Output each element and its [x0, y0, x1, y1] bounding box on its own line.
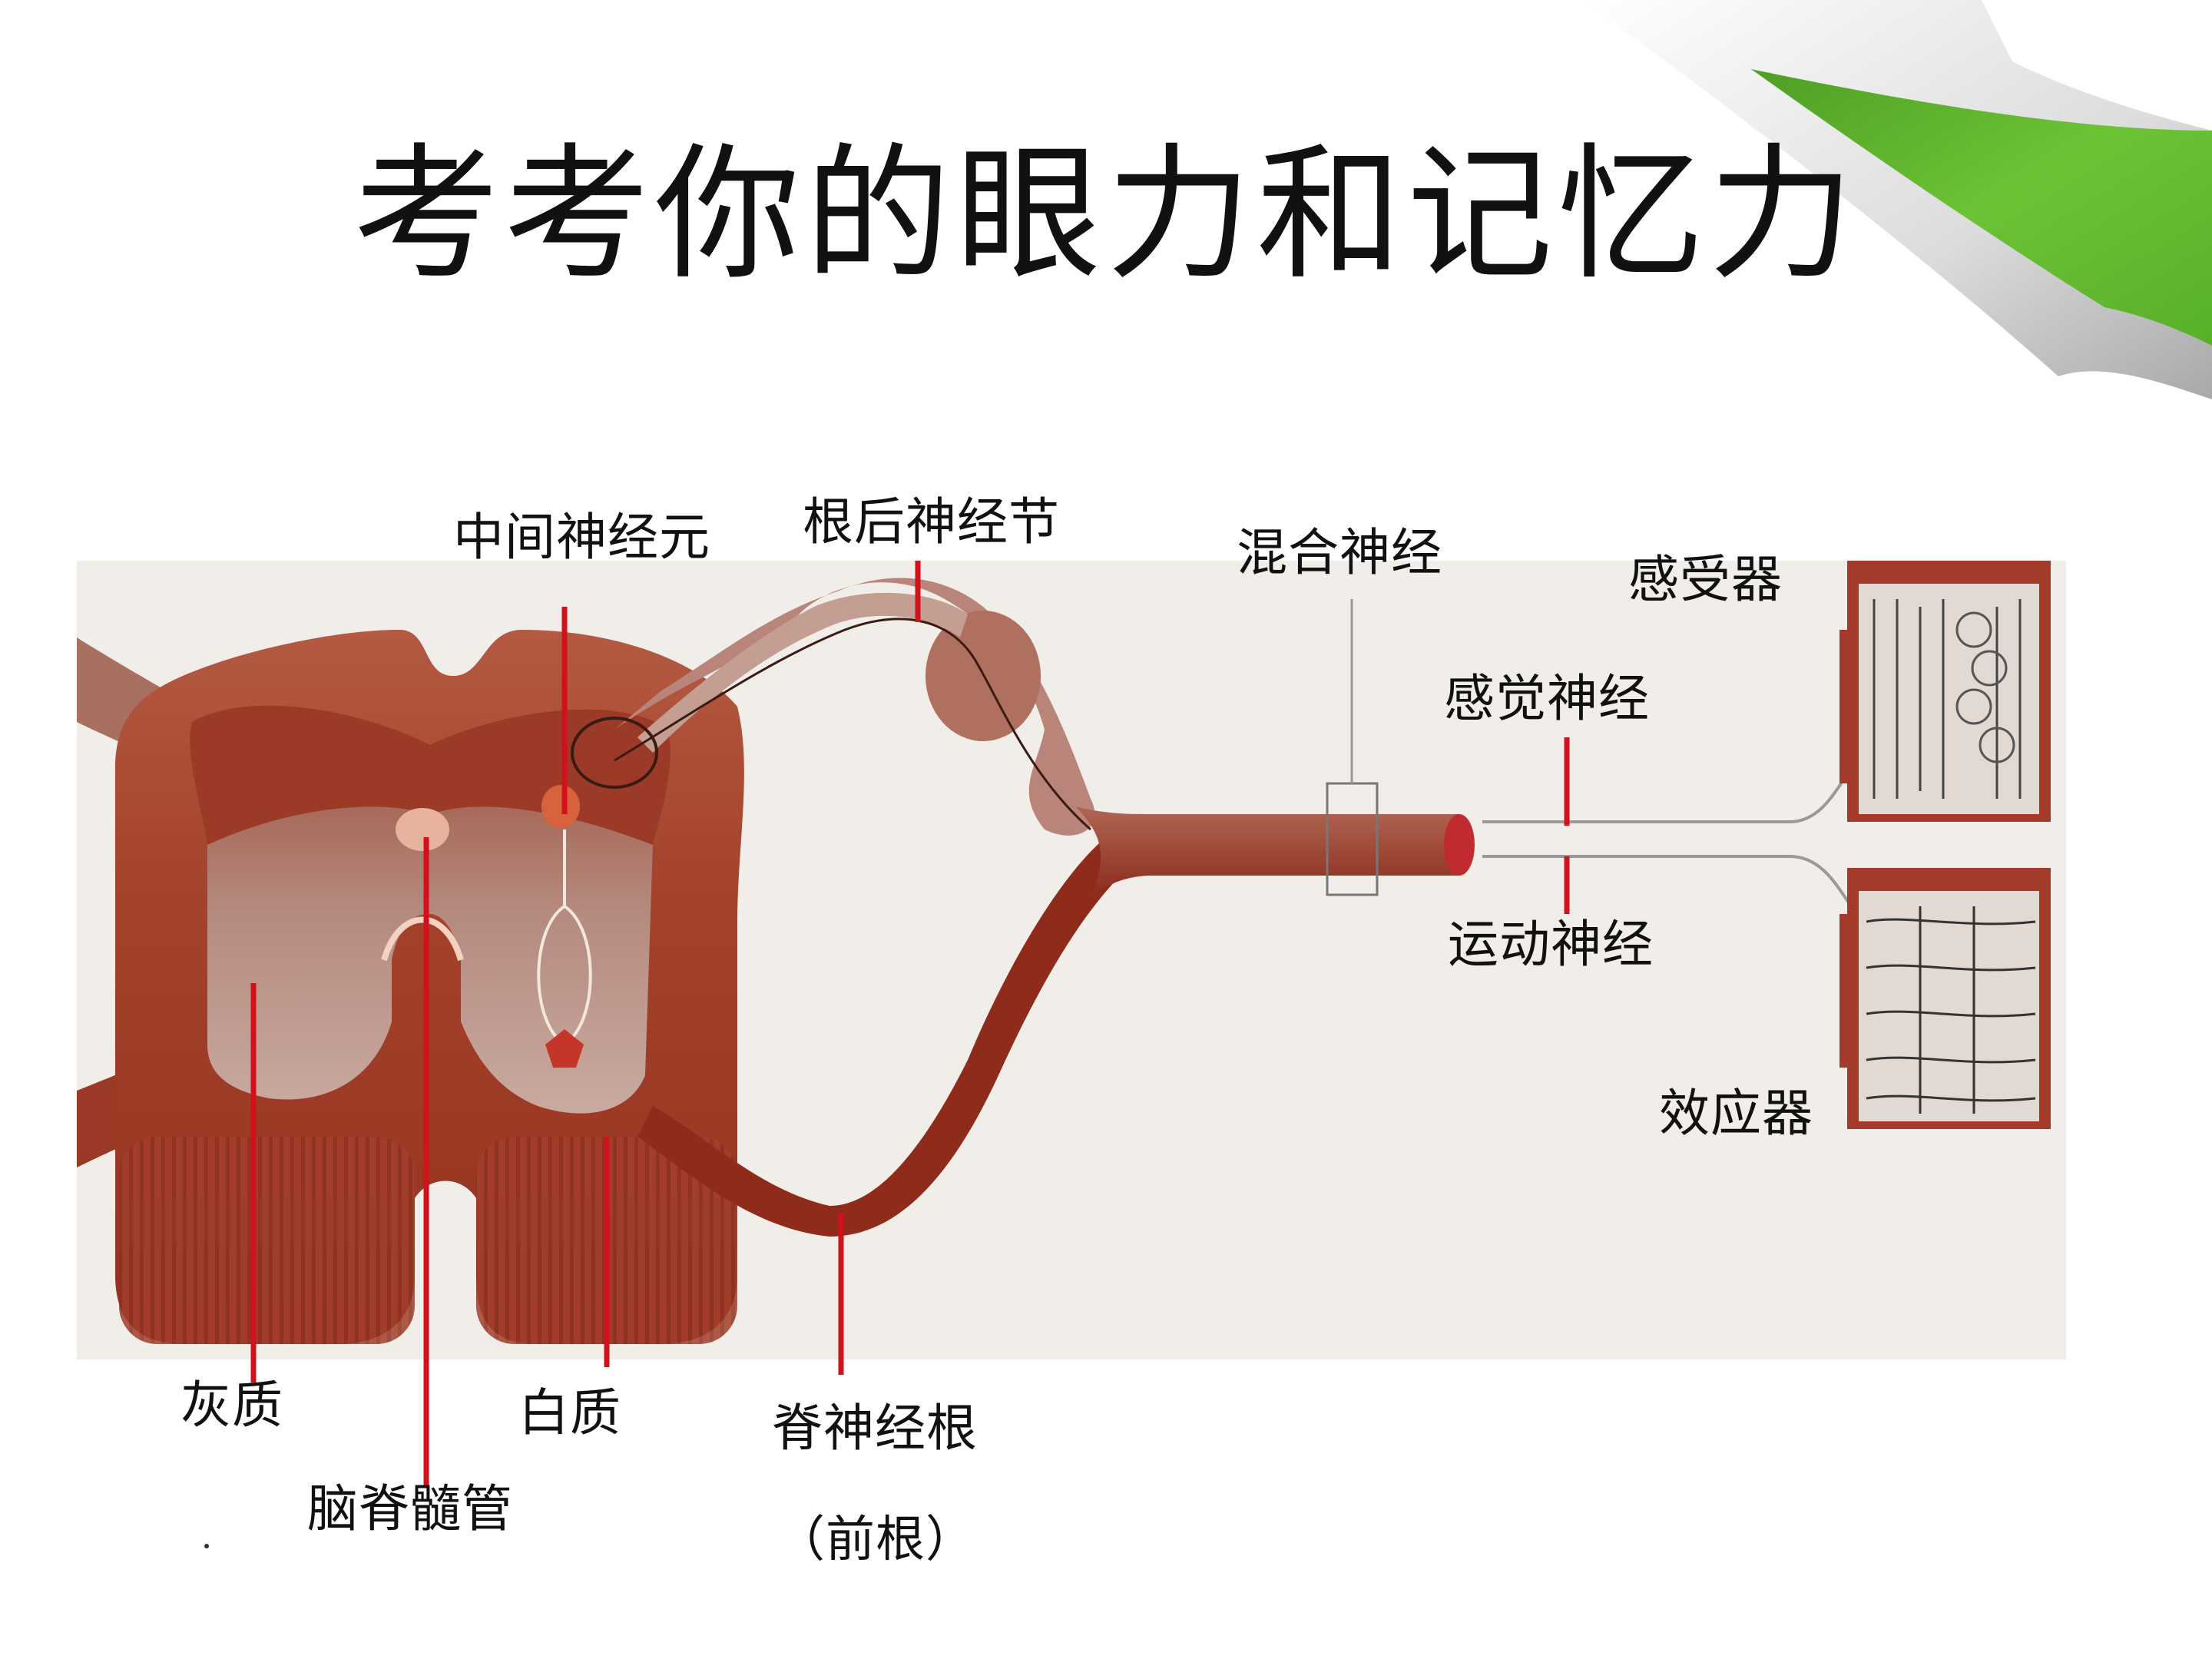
- page-title: 考考你的眼力和记忆力: [353, 130, 1859, 300]
- label-mixed-nerve: 混合神经: [1237, 523, 1442, 582]
- dorsal-root-upper: [637, 592, 968, 753]
- label-grey-matter: 灰质: [180, 1376, 283, 1435]
- ventral-column-left: [119, 1137, 415, 1344]
- mixed-nerve-trunk: [1075, 806, 1459, 899]
- label-sensory-nerve: 感觉神经: [1444, 669, 1650, 728]
- dorsal-root: [614, 578, 1095, 836]
- interneuron-body: [541, 785, 580, 828]
- motor-nerve-fiber: [1482, 855, 1853, 908]
- label-dorsal-root-ganglion: 根后神经节: [803, 492, 1060, 551]
- dorsal-horn-ring: [571, 717, 658, 789]
- label-receptor: 感受器: [1628, 550, 1783, 609]
- label-central-canal: 脑脊髓管: [307, 1479, 513, 1538]
- label-white-matter: 白质: [518, 1383, 621, 1442]
- label-interneuron: 中间神经元: [453, 508, 710, 567]
- nerve-cut-end: [1444, 814, 1475, 876]
- label-anterior-root: （前根）: [776, 1512, 975, 1568]
- central-fissure: [381, 916, 464, 962]
- motor-neuron: [545, 1029, 584, 1068]
- central-canal: [396, 808, 449, 851]
- ventral-root: [637, 837, 1137, 1237]
- label-spinal-nerve-root: 脊神经根: [772, 1399, 978, 1458]
- page-curl-decoration: [1582, 0, 2212, 399]
- effector-box: [1839, 868, 2051, 1129]
- label-motor-nerve: 运动神经: [1448, 915, 1654, 974]
- label-effector: 效应器: [1659, 1084, 1813, 1143]
- receptor-box: [1839, 561, 2051, 822]
- stray-dot: [204, 1544, 209, 1548]
